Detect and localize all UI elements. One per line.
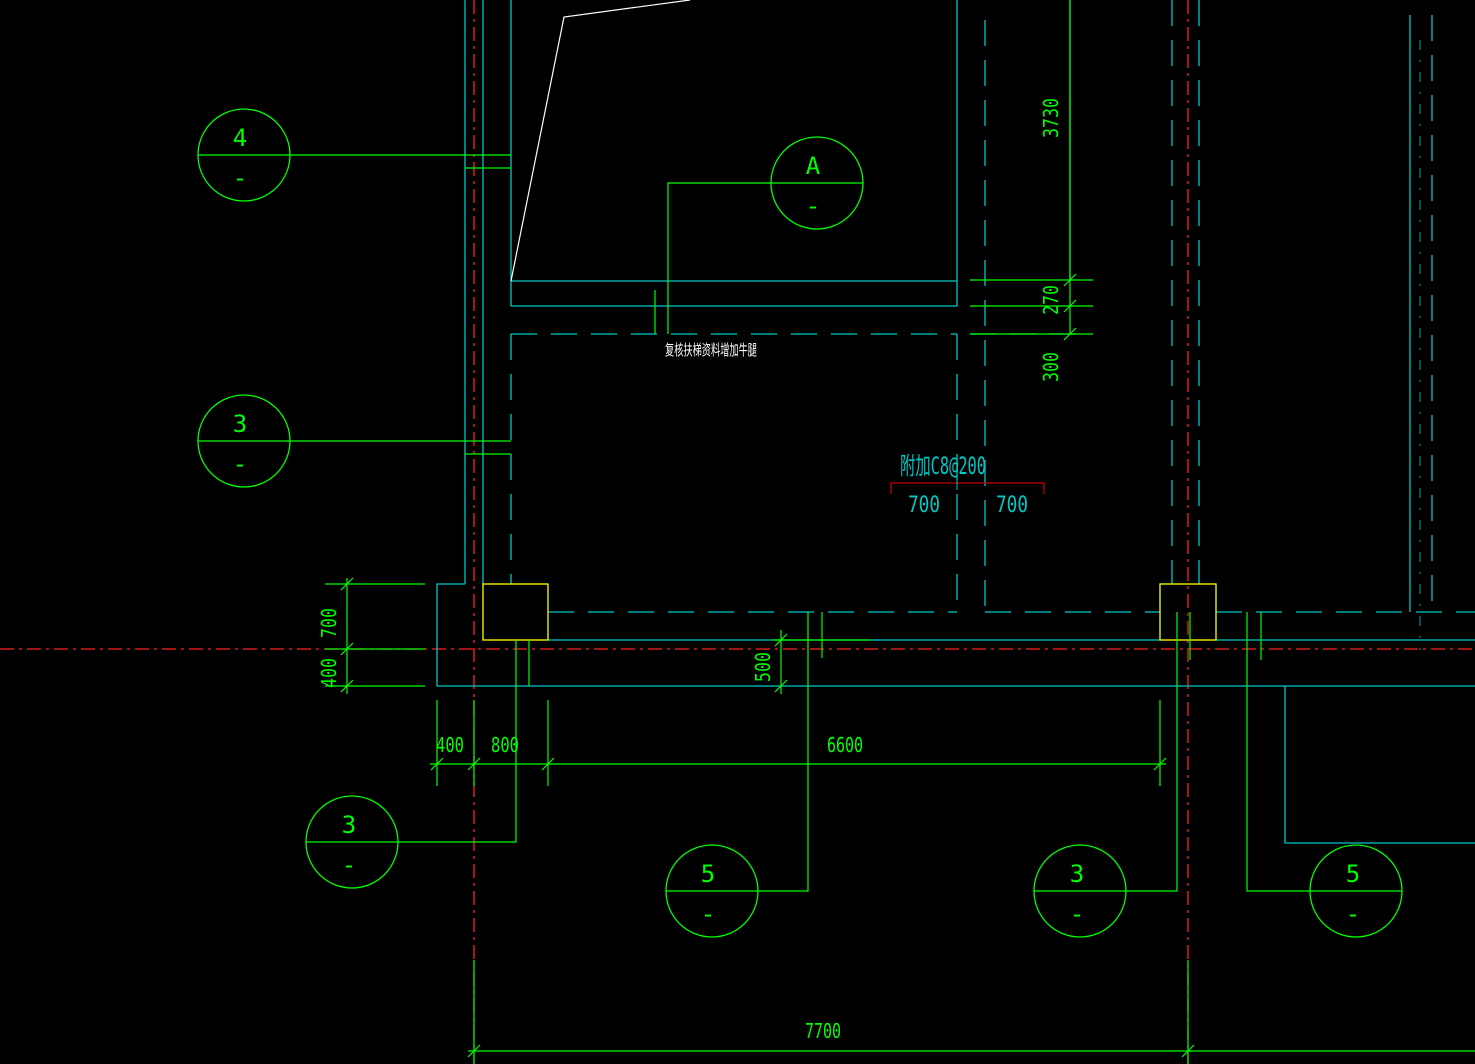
detail-bubble-3-lower-right[interactable]	[1033, 844, 1127, 938]
tick	[774, 679, 788, 693]
leader-5-right	[1246, 612, 1310, 892]
rebar-bracket	[890, 482, 1045, 494]
tick	[467, 1044, 481, 1058]
tick	[340, 577, 354, 591]
bubble-5-right-bottom: -	[1346, 900, 1360, 928]
tick	[340, 642, 354, 656]
dim-800-label: 800	[491, 733, 519, 757]
tick	[340, 679, 354, 693]
escalator-edge	[510, 0, 691, 282]
tick	[1181, 1044, 1195, 1058]
dim-700-vertical-label: 700	[317, 608, 341, 638]
bubble-5-right-top: 5	[1346, 860, 1360, 888]
bubble-3-upper-bottom: -	[233, 450, 247, 478]
detail-bubble-5-right[interactable]	[1309, 844, 1403, 938]
tick	[1153, 757, 1167, 771]
detail-bubble-3-upper[interactable]	[197, 394, 291, 488]
rebar-span-left: 700	[908, 493, 940, 518]
leader-3-lower-right	[1126, 612, 1178, 892]
bubble-5-left-bottom: -	[701, 900, 715, 928]
dim-400-horizontal-label: 400	[436, 733, 464, 757]
tick	[1063, 327, 1077, 341]
dim-300-label: 300	[1039, 352, 1063, 382]
tick	[1063, 299, 1077, 313]
bubble-3-lower-right-top: 3	[1070, 860, 1084, 888]
bubble-labels: 4 - A - 3 - 3 - 5 - 3 - 5 -	[233, 124, 1360, 928]
dim-400-vertical-label: 400	[317, 658, 341, 688]
dim-500-label: 500	[751, 652, 775, 682]
bubble-5-left-top: 5	[701, 860, 715, 888]
detail-bubble-5-left[interactable]	[665, 844, 759, 938]
rebar-note: 附加C8@200	[900, 452, 986, 480]
bubble-3-lower-left-bottom: -	[342, 851, 356, 879]
dim-3730-label: 3730	[1039, 98, 1063, 138]
detail-bubble-4[interactable]	[197, 108, 291, 202]
tick	[1063, 273, 1077, 287]
detail-bubbles	[197, 108, 1403, 938]
column-right[interactable]	[1159, 583, 1217, 641]
tick	[541, 757, 555, 771]
bubble-3-lower-left-top: 3	[342, 811, 356, 839]
detail-bubble-3-lower-left[interactable]	[305, 795, 399, 889]
escalator-outline	[510, 0, 691, 282]
bubble-4-top: 4	[233, 124, 247, 152]
dimension-lines	[290, 0, 1475, 1064]
rebar-span-right: 700	[996, 493, 1028, 518]
leader-A	[667, 182, 772, 334]
leader-3-lower-left	[398, 640, 517, 843]
leader-5-left	[758, 612, 809, 892]
column-left[interactable]	[482, 583, 549, 641]
wall-line	[436, 583, 1475, 687]
bubble-A-bottom: -	[806, 192, 820, 220]
bubble-3-upper-top: 3	[233, 410, 247, 438]
wall-line	[1284, 686, 1475, 844]
dim-6600-label: 6600	[827, 733, 863, 757]
dim-7700-label: 7700	[805, 1019, 841, 1043]
tick	[430, 757, 444, 771]
hidden-lines	[510, 0, 1475, 613]
bubble-4-bottom: -	[233, 164, 247, 192]
wall-outlines	[436, 0, 1475, 844]
bubble-A-top: A	[806, 152, 821, 180]
detail-bubble-A[interactable]	[770, 136, 864, 230]
tick	[467, 757, 481, 771]
tick	[774, 633, 788, 647]
dim-270-label: 270	[1039, 285, 1063, 315]
bubble-3-lower-right-bottom: -	[1070, 900, 1084, 928]
recheck-note: 复核扶梯资料增加牛腿	[665, 341, 757, 359]
dimension-labels: 3730 270 300 700 400 500 400 800 6600 77…	[317, 98, 1063, 1043]
